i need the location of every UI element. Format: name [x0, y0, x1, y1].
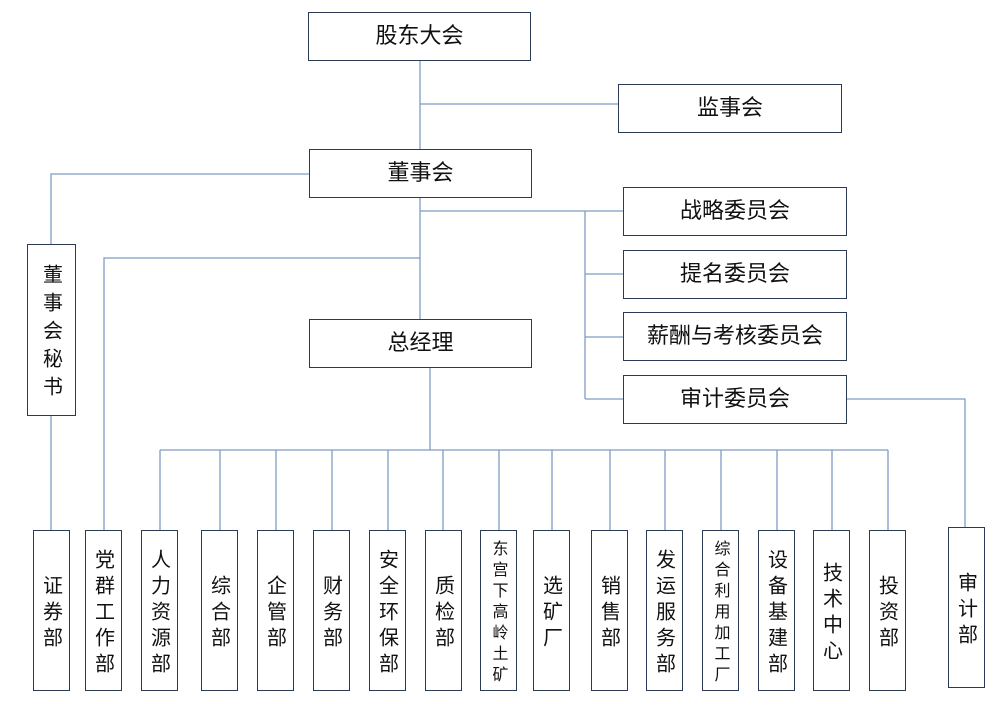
dept-shipping-service-box: 发运服务部 — [646, 530, 683, 691]
dept-audit-box: 审计部 — [948, 527, 985, 688]
dept-enterprise-management-box: 企管部 — [257, 530, 294, 691]
dept-kaolin-mine-box: 东宫下高岭土矿 — [480, 530, 517, 691]
connector-to-party-affairs — [103, 257, 420, 530]
dept-shipping-service-label: 发运服务部 — [652, 548, 677, 679]
board-secretary-box: 董事会秘书 — [27, 244, 76, 416]
nomination-committee-box: 提名委员会 — [623, 250, 847, 299]
dept-sales-label: 销售部 — [597, 574, 622, 653]
dept-investment-label: 投资部 — [875, 574, 900, 653]
dept-party-affairs-box: 党群工作部 — [85, 530, 122, 691]
shareholders-meeting-label: 股东大会 — [375, 23, 464, 49]
dept-investment-box: 投资部 — [869, 530, 906, 691]
nomination-committee-label: 提名委员会 — [679, 261, 790, 287]
supervisory-board-box: 监事会 — [618, 84, 842, 133]
dept-safety-environment-box: 安全环保部 — [369, 530, 406, 691]
dept-equipment-infrastructure-label: 设备基建部 — [764, 548, 789, 679]
dept-utilization-plant-box: 综合利用加工厂 — [702, 530, 739, 691]
dept-finance-label: 财务部 — [319, 574, 344, 653]
dept-utilization-plant-label: 综合利用加工厂 — [711, 539, 731, 687]
dept-securities-label: 证券部 — [39, 574, 64, 653]
dept-general-affairs-label: 综合部 — [207, 574, 232, 653]
general-manager-label: 总经理 — [387, 330, 454, 356]
audit-committee-label: 审计委员会 — [679, 386, 790, 412]
remuneration-committee-box: 薪酬与考核委员会 — [623, 312, 847, 361]
audit-committee-box: 审计委员会 — [623, 375, 847, 424]
supervisory-board-label: 监事会 — [696, 95, 763, 121]
dept-quality-inspection-label: 质检部 — [431, 574, 456, 653]
dept-technology-center-label: 技术中心 — [819, 561, 844, 666]
connector-board-secretary — [50, 173, 309, 244]
dept-ore-dressing-plant-box: 选矿厂 — [533, 530, 570, 691]
board-of-directors-label: 董事会 — [387, 160, 454, 186]
strategy-committee-box: 战略委员会 — [623, 187, 847, 236]
dept-safety-environment-label: 安全环保部 — [375, 548, 400, 679]
dept-kaolin-mine-label: 东宫下高岭土矿 — [489, 539, 509, 687]
dept-technology-center-box: 技术中心 — [813, 530, 850, 691]
shareholders-meeting-box: 股东大会 — [308, 12, 531, 61]
dept-securities-box: 证券部 — [33, 530, 70, 691]
dept-equipment-infrastructure-box: 设备基建部 — [758, 530, 795, 691]
dept-finance-box: 财务部 — [313, 530, 350, 691]
dept-general-affairs-box: 综合部 — [201, 530, 238, 691]
dept-human-resources-label: 人力资源部 — [147, 548, 172, 679]
general-manager-box: 总经理 — [309, 319, 532, 368]
dept-enterprise-management-label: 企管部 — [263, 574, 288, 653]
connector-audit-committee-audit-dept — [847, 398, 966, 527]
dept-sales-box: 销售部 — [591, 530, 628, 691]
dept-audit-label: 审计部 — [954, 571, 979, 650]
dept-party-affairs-label: 党群工作部 — [91, 548, 116, 679]
dept-human-resources-box: 人力资源部 — [141, 530, 178, 691]
board-of-directors-box: 董事会 — [309, 149, 532, 198]
board-secretary-label: 董事会秘书 — [39, 264, 64, 404]
remuneration-committee-label: 薪酬与考核委员会 — [646, 323, 823, 349]
dept-quality-inspection-box: 质检部 — [425, 530, 462, 691]
dept-ore-dressing-plant-label: 选矿厂 — [539, 574, 564, 653]
strategy-committee-label: 战略委员会 — [679, 198, 790, 224]
